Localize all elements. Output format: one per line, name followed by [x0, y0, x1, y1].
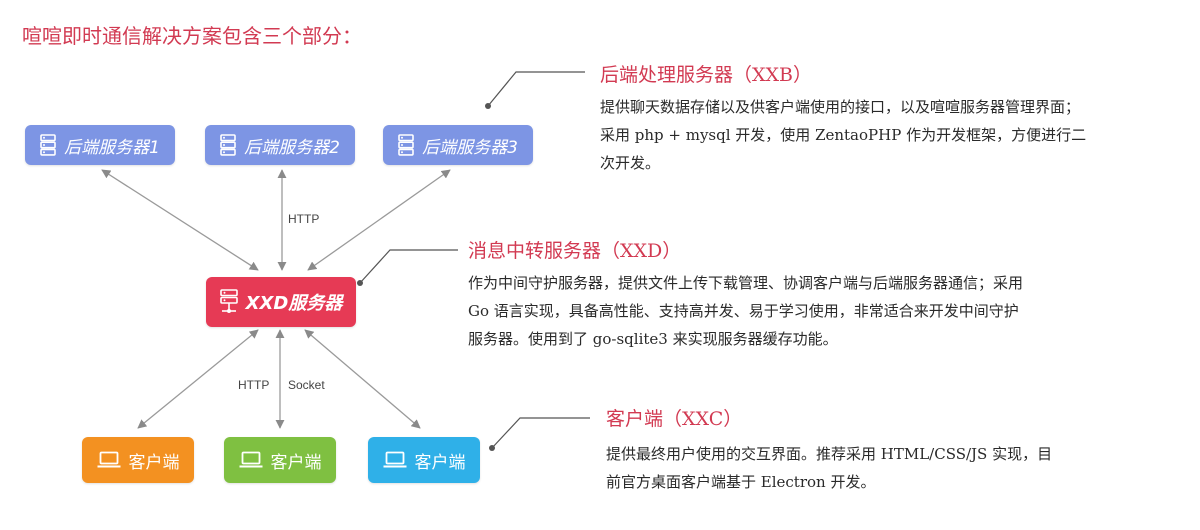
laptop-icon — [97, 451, 121, 469]
backend-server-2-label: 后端服务器2 — [244, 137, 340, 158]
callout-leader-xxc — [491, 417, 590, 449]
desc-line: 提供聊天数据存储以及供客户端使用的接口，以及喧喧服务器管理界面； — [600, 98, 1081, 116]
desc-line: 采用 php + mysql 开发，使用 ZentaoPHP 作为开发框架，方便… — [600, 126, 1087, 144]
xxd-server-label: XXD服务器 — [245, 293, 343, 314]
callout-leader-xxb — [487, 71, 585, 107]
server-rack-icon — [40, 134, 56, 156]
client-node-2: 客户端 — [224, 437, 336, 483]
section-heading-xxd: 消息中转服务器（XXD） — [468, 240, 682, 262]
desc-line: 次开发。 — [600, 154, 661, 172]
desc-line: 提供最终用户使用的交互界面。推荐采用 HTML/CSS/JS 实现，目 — [606, 445, 1053, 463]
callout-leader-xxd — [359, 249, 458, 284]
edge-hub-client3 — [304, 329, 421, 429]
desc-line: 服务器。使用到了 go-sqlite3 来实现服务器缓存功能。 — [468, 330, 838, 348]
client-label-1: 客户端 — [128, 452, 180, 473]
desc-line: 前官方桌面客户端基于 Electron 开发。 — [606, 473, 876, 491]
backend-server-1-node: 后端服务器1 — [25, 125, 175, 165]
desc-line: Go 语言实现，具备高性能、支持高并发、易于学习使用，非常适合来开发中间守护 — [468, 302, 1019, 320]
client-label-3: 客户端 — [414, 452, 466, 473]
client-node-1: 客户端 — [82, 437, 194, 483]
section-heading-xxb: 后端处理服务器（XXB） — [600, 64, 813, 86]
edge-label-http-upper: HTTP — [288, 212, 320, 226]
edge-label-socket: Socket — [288, 378, 325, 392]
backend-server-3-node: 后端服务器3 — [383, 125, 533, 165]
server-network-icon — [219, 289, 238, 315]
laptop-icon — [383, 451, 407, 469]
section-heading-xxc: 客户端（XXC） — [606, 408, 743, 430]
page-title: 喧喧即时通信解决方案包含三个部分： — [22, 24, 362, 48]
edge-server1-hub — [101, 169, 259, 271]
backend-server-2-node: 后端服务器2 — [205, 125, 355, 165]
edge-server3-hub — [307, 169, 451, 271]
callout-dot-xxd — [357, 280, 363, 286]
client-node-3: 客户端 — [368, 437, 480, 483]
laptop-icon — [239, 451, 263, 469]
edge-hub-client1 — [137, 329, 259, 429]
section-desc-xxb: 提供聊天数据存储以及供客户端使用的接口，以及喧喧服务器管理界面； 采用 php … — [600, 93, 1086, 177]
server-rack-icon — [220, 134, 236, 156]
backend-server-1-label: 后端服务器1 — [64, 137, 160, 158]
edge-label-http-lower: HTTP — [238, 378, 270, 392]
desc-line: 作为中间守护服务器，提供文件上传下载管理、协调客户端与后端服务器通信；采用 — [468, 274, 1024, 292]
client-label-2: 客户端 — [270, 452, 322, 473]
xxd-server-node: XXD服务器 — [206, 277, 356, 327]
backend-server-3-label: 后端服务器3 — [422, 137, 518, 158]
section-desc-xxc: 提供最终用户使用的交互界面。推荐采用 HTML/CSS/JS 实现，目 前官方桌… — [606, 440, 1052, 496]
section-desc-xxd: 作为中间守护服务器，提供文件上传下载管理、协调客户端与后端服务器通信；采用 Go… — [468, 269, 1023, 353]
callout-dot-xxb — [485, 103, 491, 109]
server-rack-icon — [398, 134, 414, 156]
callout-dot-xxc — [489, 445, 495, 451]
